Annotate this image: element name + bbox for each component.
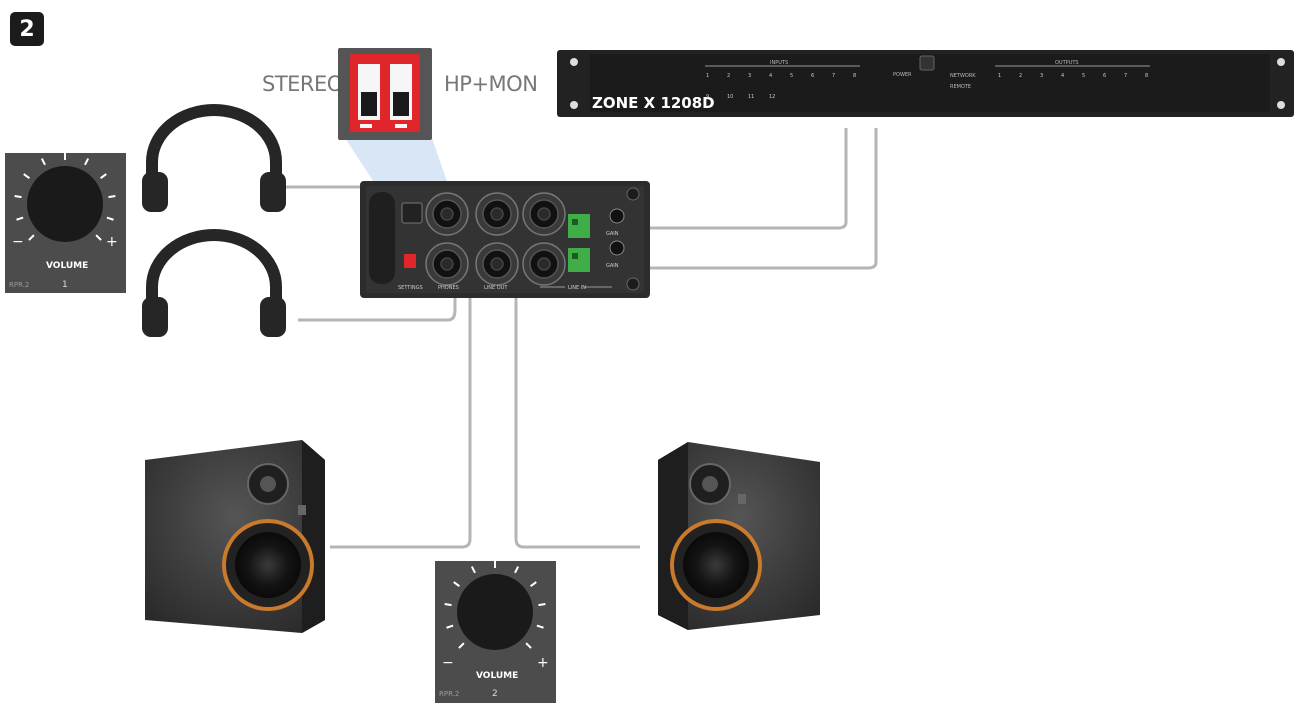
volume-tick [84, 158, 90, 166]
cable-rack-out-1 [590, 128, 848, 230]
stereo-label: STEREO [262, 72, 343, 96]
volume-tick [514, 566, 520, 574]
volume-panel-2: − + VOLUME RPR.2 2 [435, 561, 556, 703]
panel-settings-label: SETTINGS [398, 285, 423, 291]
headphones-icon [142, 104, 286, 212]
volume-2-minus: − [442, 655, 454, 671]
audio-jack[interactable] [522, 242, 566, 286]
volume-tick [525, 642, 532, 649]
volume-tick [95, 234, 102, 241]
volume-tick [14, 195, 22, 199]
terminal-block-2[interactable] [568, 248, 590, 272]
volume-tick [16, 216, 24, 221]
gain-knob-1[interactable] [609, 208, 625, 224]
volume-1-label: VOLUME [46, 261, 88, 271]
speaker-right-icon [658, 442, 820, 630]
rack-output-number: 4 [1061, 73, 1064, 79]
rack-output-number: 3 [1040, 73, 1043, 79]
volume-tick [530, 581, 537, 587]
volume-tick [28, 234, 35, 241]
panel-line-out-label: LINE OUT [484, 285, 508, 291]
volume-1-minus: − [12, 234, 24, 250]
cable-rack-out-2 [590, 128, 878, 270]
cable-headphone-2 [298, 262, 457, 322]
audio-jack[interactable] [475, 192, 519, 236]
cable-speaker-right [504, 260, 640, 549]
volume-tick [40, 158, 46, 166]
volume-tick [470, 566, 476, 574]
gain-1-label: GAIN [606, 231, 619, 237]
rack-remote-label: REMOTE [950, 84, 971, 90]
volume-tick [100, 173, 107, 179]
panel-dip-switch[interactable] [404, 254, 416, 268]
volume-knob-2[interactable] [457, 574, 533, 650]
hp-mon-label: HP+MON [444, 72, 538, 96]
rack-input-number: 7 [832, 73, 835, 79]
rack-output-number: 1 [998, 73, 1001, 79]
panel-switch[interactable] [401, 202, 423, 224]
speaker-left-icon [145, 440, 325, 633]
step-badge: 2 [10, 12, 44, 46]
volume-tick [23, 173, 30, 179]
volume-tick [106, 216, 114, 221]
panel-phones-label: PHONES [438, 285, 459, 291]
audio-jack[interactable] [425, 192, 469, 236]
volume-tick [458, 642, 465, 649]
rack-output-number: 7 [1124, 73, 1127, 79]
rack-input-number: 11 [748, 94, 754, 100]
volume-2-model: RPR.2 [439, 690, 459, 698]
rack-model-label: ZONE X 1208D [592, 94, 715, 112]
rack-input-number: 5 [790, 73, 793, 79]
rack-output-number: 2 [1019, 73, 1022, 79]
rack-power-button[interactable] [919, 55, 935, 71]
volume-tick [536, 624, 544, 629]
rack-input-number: 8 [853, 73, 856, 79]
volume-tick [108, 195, 116, 199]
volume-knob-1[interactable] [27, 166, 103, 242]
gain-knob-2[interactable] [609, 240, 625, 256]
gain-2-label: GAIN [606, 263, 619, 269]
volume-tick [453, 581, 460, 587]
rack-input-number: 12 [769, 94, 775, 100]
rack-input-number: 6 [811, 73, 814, 79]
amp-panel: SETTINGS PHONES LINE OUT LINE IN GAIN GA… [360, 181, 650, 298]
rack-input-number: 3 [748, 73, 751, 79]
rack-input-number: 2 [727, 73, 730, 79]
headphones-icon [142, 229, 286, 337]
panel-line-in-label: LINE IN [568, 285, 586, 291]
volume-1-number: 1 [62, 280, 68, 290]
rack-input-number: 1 [706, 73, 709, 79]
rack-network-label: NETWORK [950, 73, 976, 79]
rack-input-number: 9 [706, 94, 709, 100]
volume-panel-1: − + VOLUME RPR.2 1 [5, 153, 126, 293]
rack-inputs-label: INPUTS [770, 60, 788, 66]
volume-2-plus: + [537, 655, 549, 671]
volume-1-plus: + [106, 234, 118, 250]
rack-outputs-label: OUTPUTS [1055, 60, 1079, 66]
volume-1-model: RPR.2 [9, 281, 29, 289]
rack-output-number: 6 [1103, 73, 1106, 79]
volume-2-number: 2 [492, 689, 498, 699]
volume-2-label: VOLUME [476, 671, 518, 681]
audio-jack[interactable] [475, 242, 519, 286]
volume-tick [538, 603, 546, 607]
dip-switch-callout [338, 48, 452, 196]
rack-power-label: POWER [893, 72, 912, 78]
rack-input-number: 4 [769, 73, 772, 79]
rack-output-number: 8 [1145, 73, 1148, 79]
audio-jack[interactable] [522, 192, 566, 236]
volume-tick [446, 624, 454, 629]
rack-output-number: 5 [1082, 73, 1085, 79]
rack-input-number: 10 [727, 94, 733, 100]
audio-jack[interactable] [425, 242, 469, 286]
volume-tick [444, 603, 452, 607]
terminal-block-1[interactable] [568, 214, 590, 238]
